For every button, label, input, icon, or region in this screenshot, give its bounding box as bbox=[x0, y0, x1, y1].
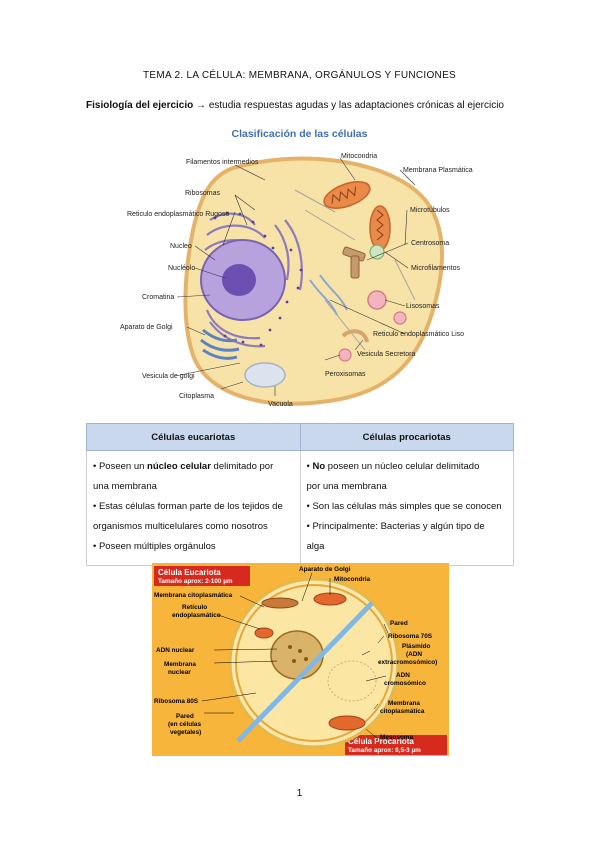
table-header-row: Células eucariotas Células procariotas bbox=[86, 423, 514, 451]
size-prokaryote: Tamaño aprox: 0,5-3 µm bbox=[348, 747, 421, 754]
divider-line bbox=[236, 601, 374, 743]
size-eukaryote: Tamaño aprox: 2-100 µm bbox=[158, 578, 233, 585]
smooth-er-shape bbox=[309, 274, 348, 316]
label-vesicula-secretora: Vesicula Secretora bbox=[357, 351, 415, 358]
eukaryote-bullet-2: • Estas células forman parte de los teji… bbox=[93, 501, 283, 512]
label-mitocondria: Mitocondria bbox=[341, 153, 377, 160]
prokaryote-cell: • No poseen un núcleo celular delimitado… bbox=[299, 450, 514, 566]
label-lisosomas: Lisosomas bbox=[406, 303, 440, 310]
label-reticulo-2: endoplasmático bbox=[172, 612, 221, 619]
centrosome-shape bbox=[342, 246, 366, 279]
prokaryote-bullet-3-cont: alga bbox=[306, 541, 325, 552]
label-membrana-nuclear-2: nuclear bbox=[168, 669, 191, 676]
eukaryote-bullet-1: • Poseen un núcleo celular delimitado po… bbox=[93, 461, 274, 472]
label-vacuola: Vacuola bbox=[268, 401, 293, 408]
label-membrana-cito-pro-2: citoplasmática bbox=[380, 708, 425, 715]
arrow-icon: → bbox=[196, 100, 207, 111]
table-row: • Poseen un núcleo celular delimitado po… bbox=[86, 450, 514, 566]
eukaryote-prokaryote-diagram: Célula Eucariota Tamaño aprox: 2-100 µm … bbox=[152, 563, 449, 756]
intro-text: estudia respuestas agudas y las adaptaci… bbox=[206, 100, 504, 111]
page-number: 1 bbox=[296, 788, 303, 799]
label-microtubulos: Microtúbulos bbox=[410, 207, 450, 214]
title-prokaryote: Célula Procariota bbox=[348, 737, 414, 746]
page-title: TEMA 2. LA CÉLULA: MEMBRANA, ORGÁNULOS Y… bbox=[142, 70, 457, 81]
label-nucleolo: Nucléolo bbox=[168, 265, 195, 272]
nucleolus-shape bbox=[222, 264, 256, 296]
section-heading: Clasificación de las células bbox=[231, 128, 368, 140]
label-ribosoma70: Ribosoma 70S bbox=[388, 633, 433, 640]
label-pared-pro: Pared bbox=[390, 620, 408, 627]
prokaryote-bullet-3: • Principalmente: Bacterias y algún tipo… bbox=[306, 521, 485, 532]
label-adn-cromo-2: cromosómico bbox=[384, 680, 426, 687]
label-microfilamentos: Microfilamentos bbox=[411, 265, 461, 272]
label-ribosomas: Ribosomas bbox=[185, 190, 221, 197]
intro-bold: Fisiología del ejercicio bbox=[86, 100, 194, 111]
label-pared-2: (en células bbox=[168, 721, 201, 728]
eukaryote-cell: • Poseen un núcleo celular delimitado po… bbox=[86, 450, 301, 566]
label-citoplasma: Citoplasma bbox=[179, 393, 214, 400]
intro-line: Fisiología del ejercicio → estudia respu… bbox=[86, 100, 504, 111]
label-filamentos: Filamentos intermedios bbox=[186, 159, 259, 166]
label-membrana-nuclear-1: Membrana bbox=[164, 661, 196, 668]
label-centrosoma: Centrosoma bbox=[411, 240, 449, 247]
prokaryote-bullet-1: • No poseen un núcleo celular delimitado bbox=[306, 461, 480, 472]
label-rer: Reticulo endoplasmático Rugoso bbox=[127, 211, 229, 218]
header-eukaryote: Células eucariotas bbox=[86, 423, 301, 451]
label-golgi: Aparato de Golgi bbox=[120, 324, 173, 331]
label-ribosoma80: Ribosoma 80S bbox=[154, 698, 199, 705]
label-mitocondria-2: Mitocondria bbox=[334, 576, 371, 583]
label-reticulo-1: Retículo bbox=[182, 604, 207, 611]
label-pared-3: vegetales) bbox=[170, 729, 201, 736]
label-plasmido-3: extracromosómico) bbox=[378, 659, 437, 666]
nucleus-shape-2 bbox=[270, 630, 324, 680]
label-pared-1: Pared bbox=[176, 713, 194, 720]
vacuole-shape bbox=[244, 362, 286, 388]
title-eukaryote: Célula Eucariota bbox=[158, 568, 221, 577]
prokaryote-bullet-2: • Son las células más simples que se con… bbox=[306, 501, 502, 512]
prokaryote-bullet-1-cont: por una membrana bbox=[306, 481, 387, 492]
label-mesosoma: Mesosoma bbox=[380, 734, 413, 741]
label-vesicula-golgi: Vesicula de golgi bbox=[142, 373, 195, 380]
label-membrana-cito: Membrana citoplasmática bbox=[154, 592, 233, 599]
label-cromatina: Cromatina bbox=[142, 294, 174, 301]
cell-comparison-table: Células eucariotas Células procariotas •… bbox=[86, 423, 514, 566]
label-rel: Reticulo endoplasmático Liso bbox=[373, 331, 464, 338]
label-membrana: Membrana Plasmática bbox=[403, 167, 473, 174]
label-plasmido-1: Plásmido bbox=[402, 643, 431, 650]
label-adn-nuclear: ADN nuclear bbox=[156, 647, 195, 654]
header-prokaryote: Células procariotas bbox=[299, 423, 514, 451]
eukaryote-bullet-3: • Poseen múltiples orgánulos bbox=[93, 541, 216, 552]
label-nucleo: Nucleo bbox=[170, 243, 192, 250]
golgi-shape bbox=[200, 328, 240, 360]
eukaryote-bullet-1-cont: una membrana bbox=[93, 481, 157, 492]
label-membrana-cito-pro-1: Membrana bbox=[388, 700, 420, 707]
label-adn-cromo-1: ADN bbox=[396, 672, 410, 679]
label-plasmido-2: (ADN bbox=[406, 651, 422, 658]
lysosome-shape bbox=[367, 290, 387, 310]
label-peroxisomas: Peroxisomas bbox=[325, 371, 366, 378]
vesicle-shape bbox=[369, 244, 385, 260]
label-golgi-2: Aparato de Golgi bbox=[299, 566, 351, 573]
eukaryote-bullet-2-cont: organismos multicelulares como nosotros bbox=[93, 521, 268, 532]
animal-cell-diagram: Filamentos intermedios Ribosomas Reticul… bbox=[120, 153, 473, 408]
